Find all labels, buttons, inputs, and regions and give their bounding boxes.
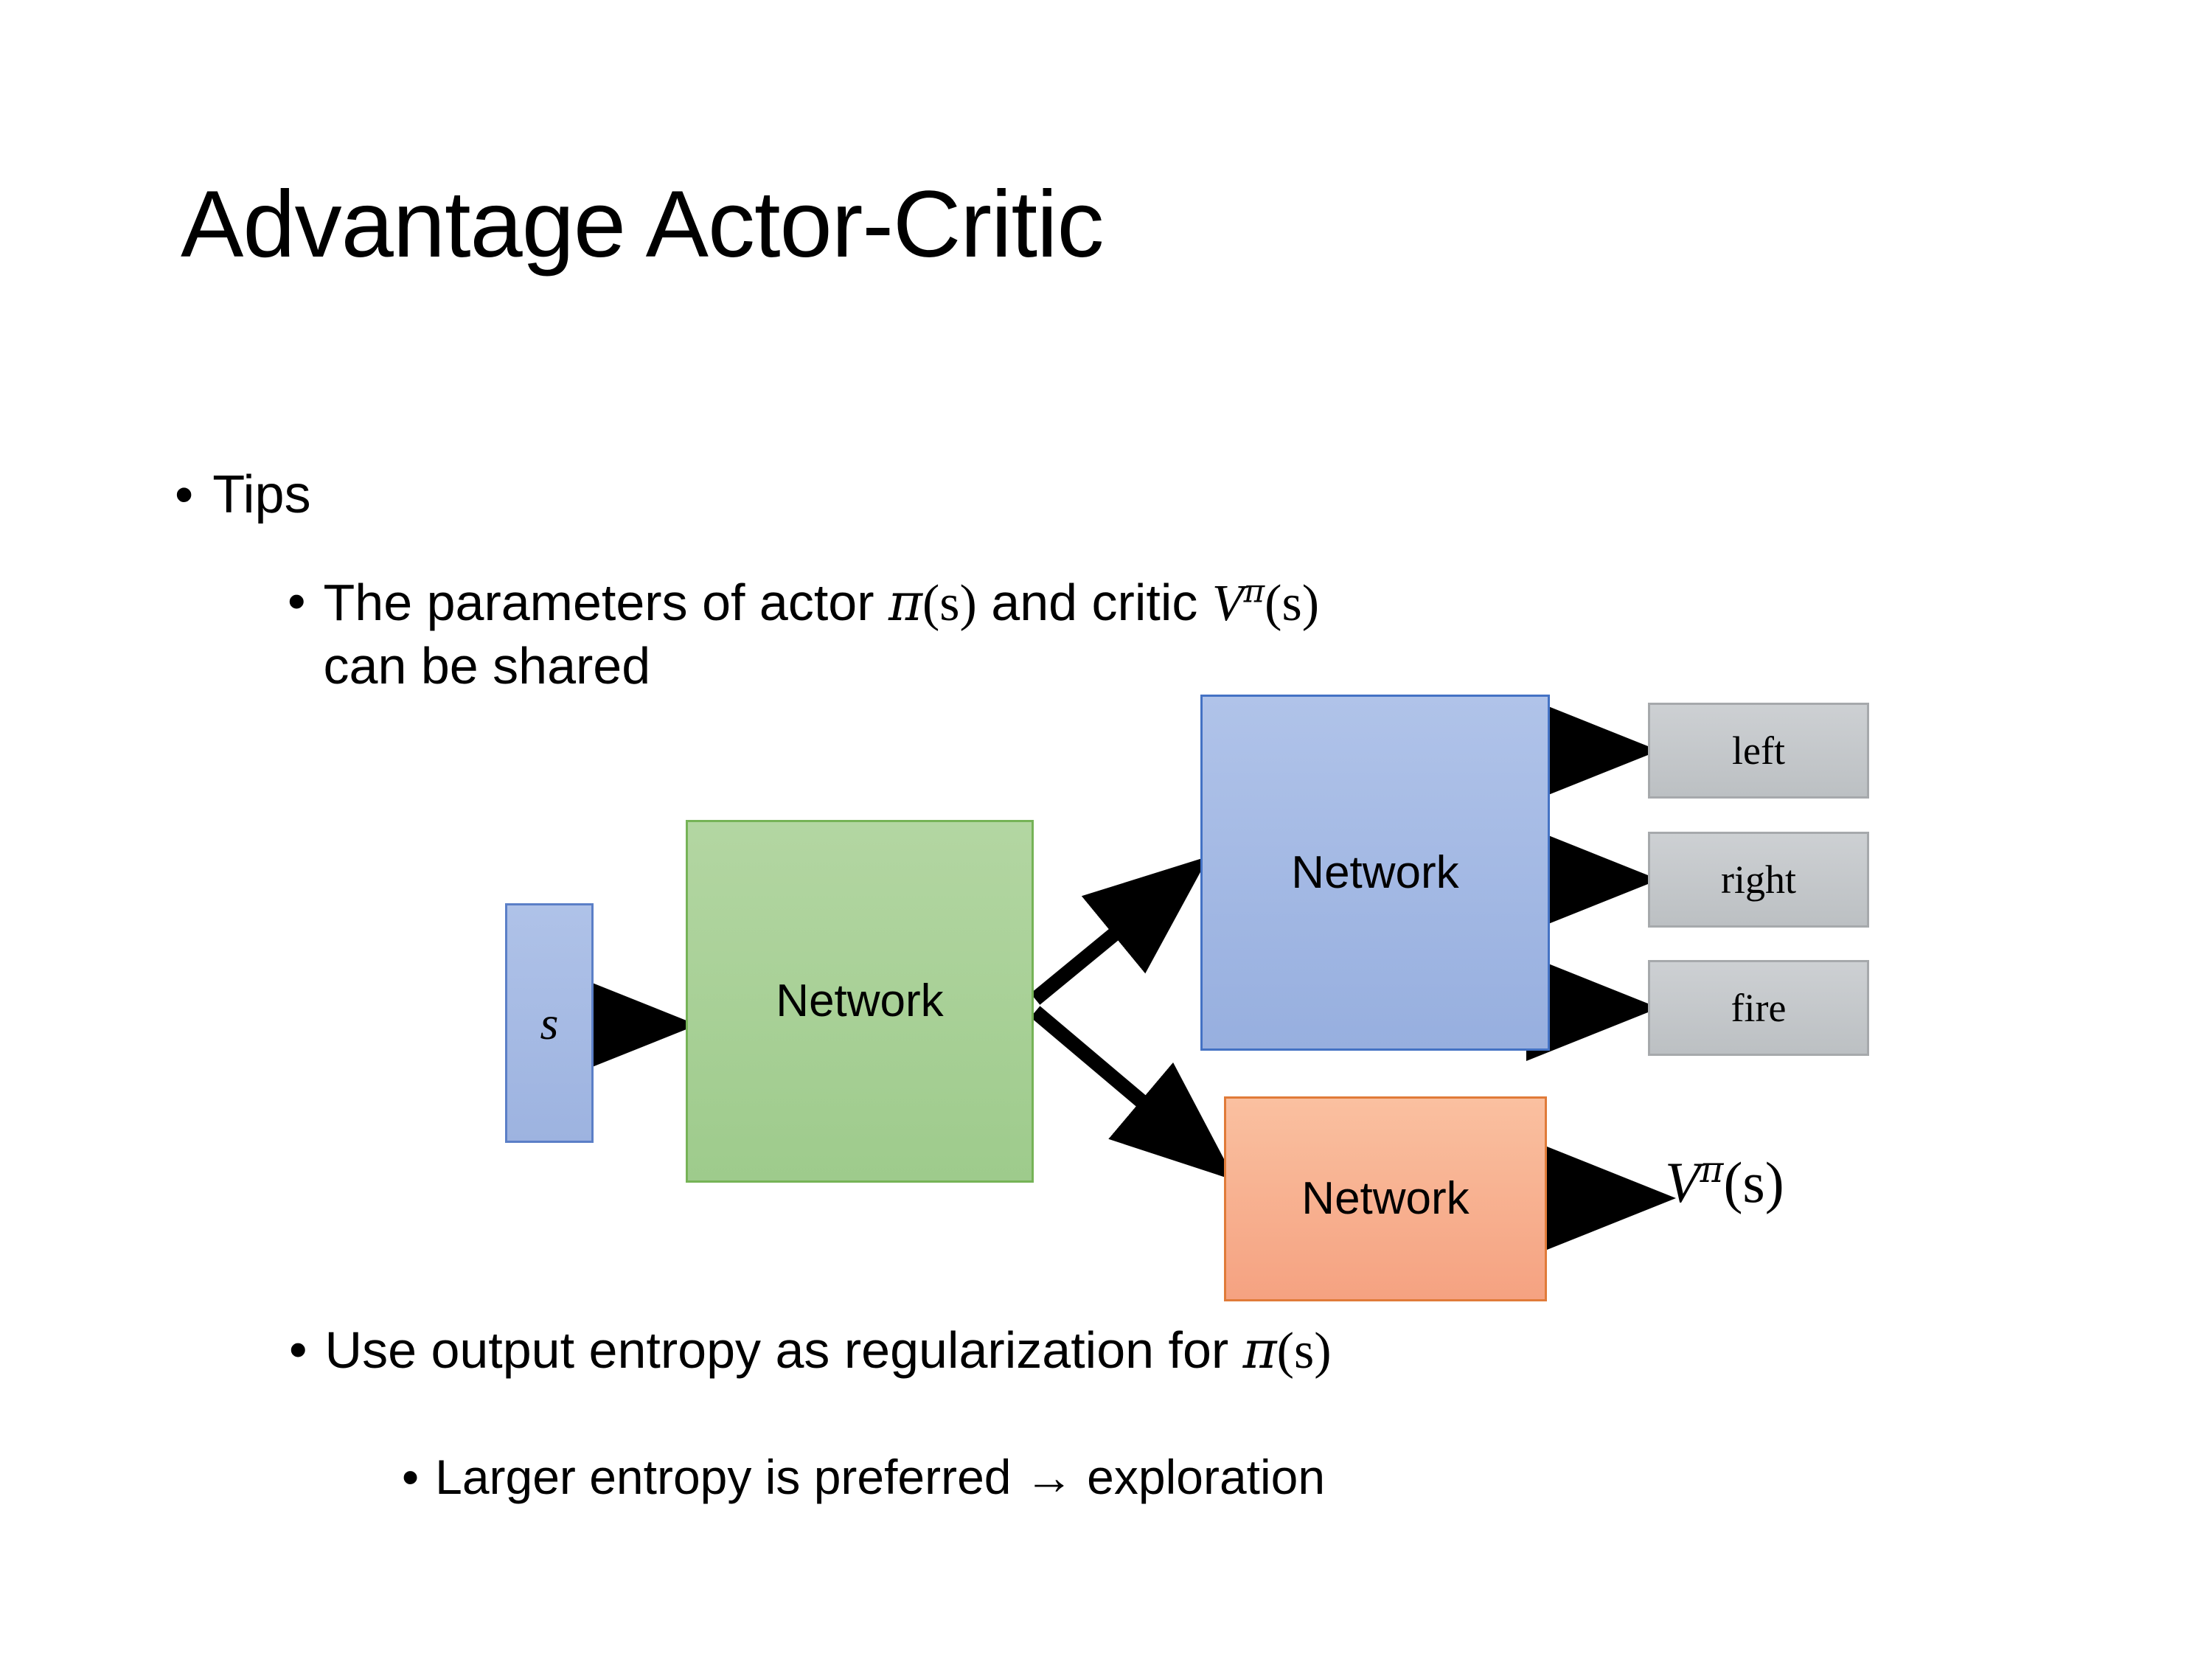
bullet-shared-parameters-label: The parameters of actor π(s) and critic … bbox=[324, 571, 1320, 697]
v-args: (s) bbox=[1723, 1150, 1784, 1214]
action-box-right: right bbox=[1648, 832, 1869, 928]
actor-network-label: Network bbox=[1291, 846, 1459, 898]
page-title: Advantage Actor-Critic bbox=[181, 172, 1104, 277]
input-state-box: s bbox=[505, 903, 594, 1143]
bullet-larger-entropy: • Larger entropy is preferred → explorat… bbox=[402, 1449, 1325, 1505]
text-middle: and critic bbox=[976, 574, 1212, 631]
bullet-entropy-label: Use output entropy as regularization for… bbox=[325, 1320, 1332, 1381]
critic-network-label: Network bbox=[1301, 1173, 1470, 1224]
bullet-tips-label: Tips bbox=[212, 465, 311, 524]
bullet-marker-icon: • bbox=[175, 465, 194, 524]
v-args: (s) bbox=[1265, 575, 1320, 632]
text-prefix: Use output entropy as regularization for bbox=[324, 1321, 1243, 1379]
v-superscript-pi: π bbox=[1700, 1150, 1724, 1191]
critic-network-box: Network bbox=[1224, 1096, 1547, 1301]
v-symbol: V bbox=[1665, 1150, 1700, 1214]
arrow-shared-to-critic bbox=[1030, 1006, 1236, 1181]
pi-args: (s) bbox=[1276, 1323, 1332, 1380]
action-label-right: right bbox=[1721, 858, 1796, 902]
action-label-left: left bbox=[1732, 728, 1785, 773]
action-box-fire: fire bbox=[1648, 960, 1869, 1056]
text-suffix: can be shared bbox=[323, 637, 651, 695]
bullet-larger-entropy-label: Larger entropy is preferred → exploratio… bbox=[435, 1450, 1326, 1504]
bullet-marker-icon: • bbox=[289, 1321, 307, 1378]
bullet-entropy-regularization: • Use output entropy as regularization f… bbox=[289, 1320, 1332, 1381]
pi-symbol: π bbox=[1242, 1320, 1277, 1380]
bullet-marker-icon: • bbox=[402, 1450, 420, 1504]
pi-symbol: π bbox=[888, 572, 922, 633]
action-box-left: left bbox=[1648, 703, 1869, 799]
v-symbol: V bbox=[1211, 575, 1244, 632]
shared-network-box: Network bbox=[686, 820, 1034, 1183]
bullet-shared-parameters: • The parameters of actor π(s) and criti… bbox=[288, 571, 2094, 697]
pi-args: (s) bbox=[922, 575, 977, 632]
value-function-output-label: Vπ(s) bbox=[1665, 1149, 1784, 1216]
input-state-label: s bbox=[540, 996, 559, 1049]
action-label-fire: fire bbox=[1731, 986, 1787, 1030]
bullet-tips: • Tips bbox=[175, 465, 311, 525]
text-prefix: The parameters of actor bbox=[323, 574, 888, 631]
bullet-marker-icon: • bbox=[288, 572, 306, 630]
shared-network-label: Network bbox=[776, 975, 944, 1026]
v-superscript-pi: π bbox=[1243, 573, 1265, 611]
arrow-shared-to-actor bbox=[1030, 856, 1209, 1005]
actor-network-box: Network bbox=[1200, 695, 1550, 1051]
